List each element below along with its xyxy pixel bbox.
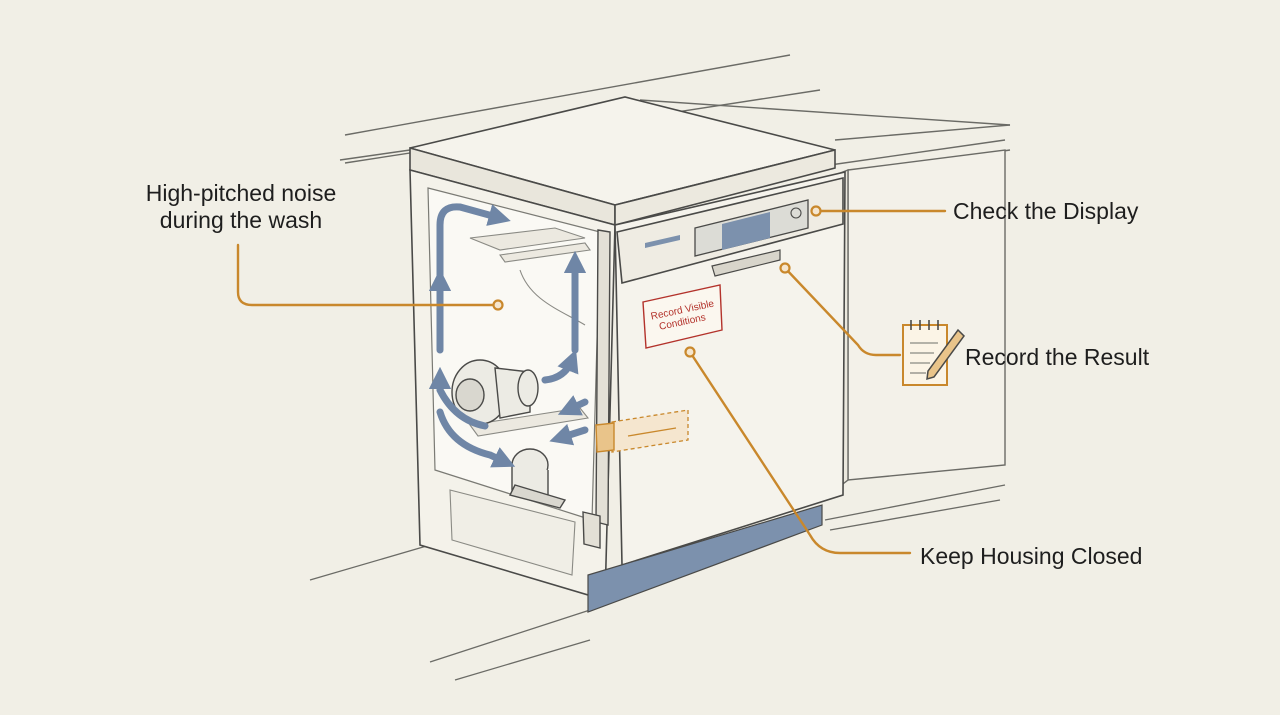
- pump-motor: [451, 359, 567, 509]
- noise-callout-label: High-pitched noise during the wash: [138, 180, 344, 234]
- noise-label-line-1: High-pitched noise: [145, 180, 337, 206]
- noise-label-line-2: during the wash: [159, 207, 323, 233]
- housing-leader: [688, 350, 912, 555]
- floor-lines: [309, 484, 1006, 681]
- result-leader: [783, 266, 902, 357]
- dishwasher-top: [409, 96, 836, 227]
- callout-leaders: [236, 209, 947, 555]
- flow-arrow-icon: [428, 203, 589, 468]
- noise-dot-icon: [492, 299, 504, 311]
- result-dot-icon: [779, 262, 791, 274]
- noise-leader: [236, 243, 500, 307]
- display-dot-icon: [810, 205, 822, 217]
- housing-dot-icon: [684, 346, 696, 358]
- display-callout-label: Check the Display: [953, 198, 1139, 224]
- result-callout-label: Record the Result: [965, 344, 1150, 370]
- cutaway-side: [409, 168, 616, 602]
- housing-callout-label: Keep Housing Closed: [920, 543, 1143, 569]
- notepad-pencil-icon: [902, 320, 965, 386]
- record-conditions-tag: Record Visible Conditions: [642, 284, 723, 349]
